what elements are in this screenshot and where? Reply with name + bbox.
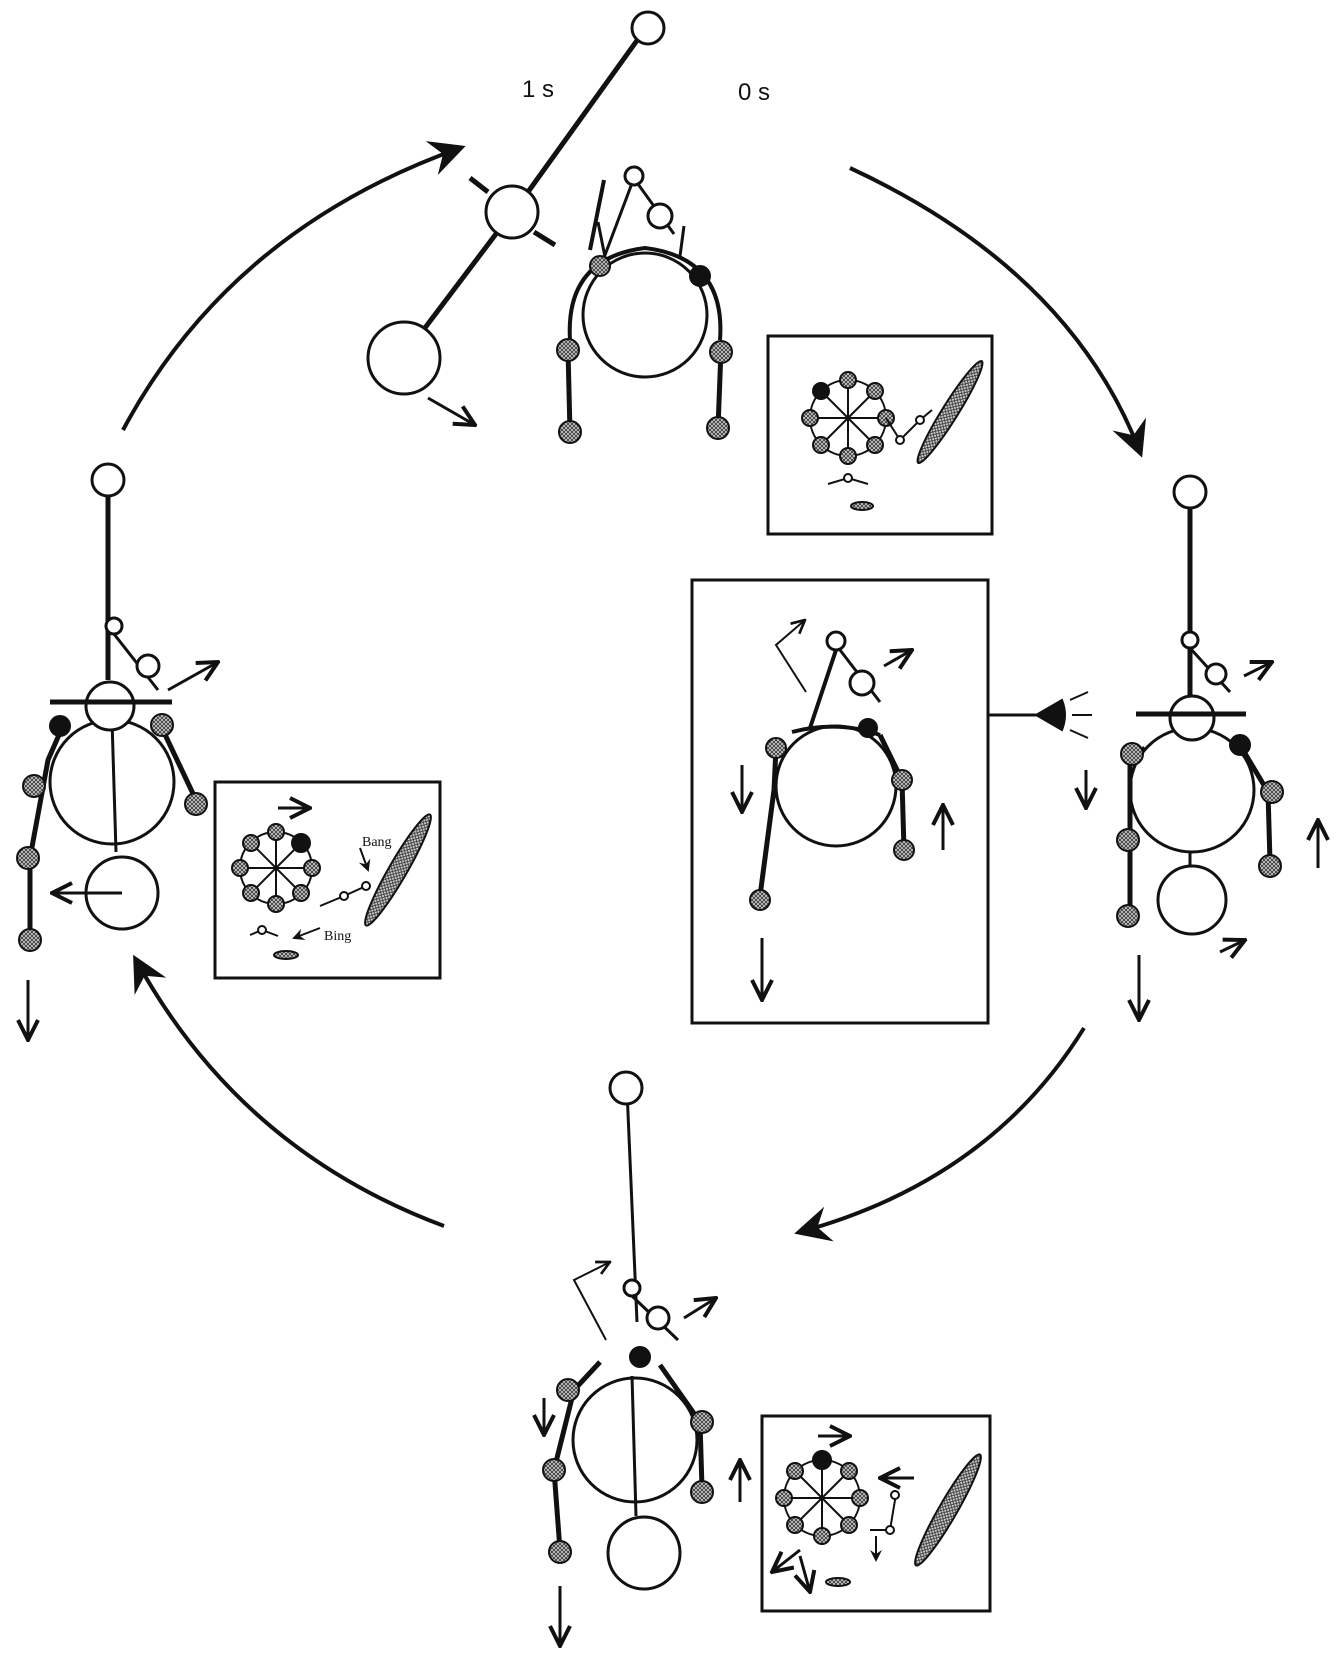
right-pendulum-ball [1156, 864, 1228, 936]
top-pendulum-hub [484, 184, 540, 240]
ferris-wheel-icon-left [231, 823, 371, 937]
figure-right [1086, 474, 1318, 1020]
inset-left: Bang Bing [213, 780, 442, 980]
ellipse-target-icon [916, 359, 984, 465]
cycle-arrow-top-right [849, 166, 1147, 458]
cycle-arrow-top-left [121, 141, 466, 431]
left-hub [84, 680, 136, 732]
inset-top [766, 334, 994, 536]
label-bing: Bing [324, 929, 351, 944]
cycle-arrow-bottom-right [794, 1026, 1086, 1242]
eye-icon [1033, 691, 1092, 739]
bottom-pendulum-ball [606, 1515, 682, 1591]
right-hub [1168, 694, 1216, 742]
top-stick-lower [410, 220, 507, 347]
cycle-arrow-bottom-left [133, 954, 445, 1228]
time-label-0s: 0 s [738, 79, 770, 106]
inset-center [690, 578, 1092, 1025]
top-ball-motion-arrow [427, 396, 475, 425]
top-body-circle [581, 251, 709, 379]
time-label-1s: 1 s [522, 76, 554, 103]
inset-bottom [760, 1414, 992, 1613]
figure-left [16, 462, 218, 1040]
ferris-wheel-icon [801, 371, 933, 485]
figure-top [366, 10, 733, 444]
top-pendulum-ball [366, 320, 442, 396]
top-pendulum-head [630, 10, 666, 46]
cycle-arrows [121, 141, 1147, 1242]
figure-bottom [543, 1070, 740, 1646]
ferris-wheel-icon-bottom [775, 1450, 900, 1545]
label-bang: Bang [362, 835, 392, 850]
top-stick-upper [512, 26, 649, 212]
